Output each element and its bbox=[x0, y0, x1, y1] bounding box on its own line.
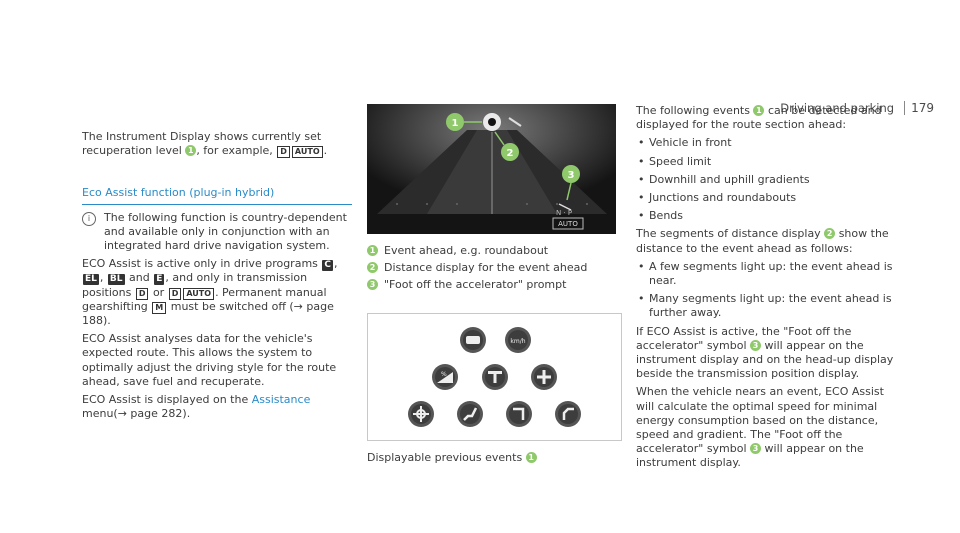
active-paragraph: If ECO Assist is active, the "Foot off t… bbox=[636, 324, 894, 381]
event-icons: km/h % bbox=[408, 326, 581, 427]
program-c-symbol: C bbox=[322, 260, 334, 272]
figure2-caption: Displayable previous events 1 bbox=[367, 451, 617, 465]
intro-paragraph: The Instrument Display shows currently s… bbox=[82, 130, 328, 159]
column-right: The following events 1 can be detected a… bbox=[636, 104, 901, 475]
gear-d-symbol: D bbox=[277, 146, 290, 159]
page-number: 179 bbox=[904, 101, 934, 115]
segments-paragraph: The segments of distance display 2 show … bbox=[636, 227, 889, 255]
column-left: The Instrument Display shows currently s… bbox=[82, 130, 352, 425]
svg-text:2: 2 bbox=[507, 148, 514, 159]
junction-cross-icon bbox=[531, 363, 557, 390]
marker-1: 1 bbox=[185, 145, 197, 157]
program-bl-symbol: BL bbox=[107, 274, 125, 286]
instrument-display-figure: 1 2 3 AUTO N · P bbox=[367, 104, 616, 234]
road-illustration: 1 2 3 AUTO N · P bbox=[367, 104, 616, 234]
events-paragraph: The following events 1 can be detected a… bbox=[636, 104, 882, 132]
svg-text:3: 3 bbox=[568, 170, 575, 181]
list-item: Bends bbox=[636, 209, 901, 223]
junction-t-icon bbox=[482, 363, 508, 390]
svg-text:km/h: km/h bbox=[510, 338, 525, 345]
approach-paragraph: When the vehicle nears an event, ECO Ass… bbox=[636, 385, 884, 470]
info-icon: i bbox=[82, 211, 96, 226]
gear-label: N · P bbox=[556, 209, 572, 217]
bend-icon bbox=[555, 400, 581, 427]
gear-d-symbol: D bbox=[135, 287, 149, 300]
assistance-link[interactable]: Assistance bbox=[251, 393, 311, 407]
page-header: Driving and parking 179 bbox=[780, 101, 934, 115]
vehicle-icon bbox=[460, 326, 486, 353]
section-label: Driving and parking bbox=[780, 101, 895, 115]
drive-programs-paragraph: ECO Assist is active only in drive progr… bbox=[82, 257, 338, 328]
list-item: Vehicle in front bbox=[636, 136, 901, 150]
mode-label: AUTO bbox=[558, 220, 578, 228]
caption-3: 3"Foot off the accelerator" prompt bbox=[367, 278, 617, 292]
section-title: Eco Assist function (plug-in hybrid) bbox=[82, 186, 352, 205]
program-e-symbol: E bbox=[154, 274, 165, 286]
event-icons-figure: km/h % bbox=[367, 312, 622, 441]
display-paragraph: ECO Assist is displayed on the Assistanc… bbox=[82, 393, 311, 421]
program-el-symbol: EL bbox=[83, 274, 99, 286]
grid-dots bbox=[396, 203, 588, 205]
list-item: Speed limit bbox=[636, 155, 901, 169]
gradient-icon: % bbox=[432, 363, 458, 390]
list-item: Many segments light up: the event ahead … bbox=[636, 292, 901, 320]
roundabout-icon bbox=[408, 400, 434, 427]
list-item: Downhill and uphill gradients bbox=[636, 173, 901, 187]
note-box: i The following function is country-depe… bbox=[82, 211, 352, 254]
events-list: Vehicle in front Speed limit Downhill an… bbox=[636, 136, 901, 223]
gear-m-symbol: M bbox=[152, 301, 167, 314]
svg-text:1: 1 bbox=[452, 118, 459, 129]
segments-list: A few segments light up: the event ahead… bbox=[636, 260, 901, 321]
list-item: Junctions and roundabouts bbox=[636, 191, 901, 205]
bend-icon bbox=[506, 400, 532, 427]
bend-icon bbox=[457, 400, 483, 427]
auto-symbol: AUTO bbox=[291, 146, 323, 159]
list-item: A few segments light up: the event ahead… bbox=[636, 260, 901, 288]
svg-text:%: % bbox=[441, 371, 447, 378]
analysis-paragraph: ECO Assist analyses data for the vehicle… bbox=[82, 332, 337, 388]
speed-limit-icon: km/h bbox=[505, 326, 531, 353]
